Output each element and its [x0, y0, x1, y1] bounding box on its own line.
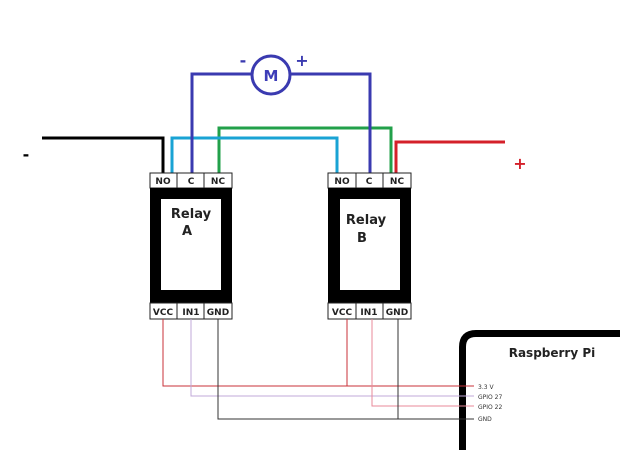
pi-pin-gpio27: GPIO 27	[478, 394, 502, 401]
negative-supply-wire	[42, 136, 165, 173]
relay-b-terminal-c: C	[366, 177, 373, 187]
positive-supply-wire	[394, 140, 505, 173]
relay-b: NO C NC Relay B VCC IN1 GND	[327, 172, 412, 320]
cyan-wire	[170, 136, 339, 173]
relay-b-terminal-vcc: VCC	[332, 308, 353, 318]
motor-label: M	[264, 67, 279, 85]
pi-pin-3v3: 3.3 V	[478, 384, 494, 391]
relay-a-terminal-vcc: VCC	[153, 308, 174, 318]
motor-minus-label: -	[240, 51, 247, 70]
gpio27-wire	[190, 319, 470, 397]
motor-wire-right	[291, 72, 372, 173]
relay-a: NO C NC Relay A VCC IN1 GND	[149, 172, 233, 320]
relay-a-terminal-gnd: GND	[207, 308, 229, 318]
motor-wire-left	[190, 72, 251, 173]
raspberry-pi-board	[459, 330, 620, 450]
pi-pin-gpio22: GPIO 22	[478, 404, 502, 411]
gnd-wire	[217, 319, 470, 420]
relay-a-terminal-in1: IN1	[182, 308, 199, 318]
relay-b-title: Relay	[346, 213, 387, 228]
relay-b-bottom-terminal-block	[327, 302, 412, 320]
vcc-wire	[162, 319, 470, 387]
gpio22-wire	[371, 319, 470, 407]
motor-symbol	[250, 54, 292, 96]
relay-b-id: B	[357, 231, 367, 246]
negative-supply-label: -	[23, 145, 30, 164]
raspberry-pi-title: Raspberry Pi	[509, 346, 596, 360]
relay-b-terminal-in1: IN1	[360, 308, 377, 318]
motor-plus-label: +	[295, 51, 308, 70]
relay-a-terminal-no: NO	[155, 177, 171, 187]
relay-b-terminal-nc: NC	[390, 177, 405, 187]
relay-a-id: A	[182, 224, 192, 239]
pi-pin-gnd: GND	[478, 416, 492, 423]
relay-b-terminal-gnd: GND	[386, 308, 408, 318]
relay-a-terminal-c: C	[188, 177, 195, 187]
relay-a-terminal-nc: NC	[211, 177, 226, 187]
relay-a-title: Relay	[171, 207, 212, 222]
relay-b-terminal-no: NO	[334, 177, 350, 187]
green-wire	[217, 126, 393, 173]
positive-supply-label: +	[513, 154, 526, 173]
